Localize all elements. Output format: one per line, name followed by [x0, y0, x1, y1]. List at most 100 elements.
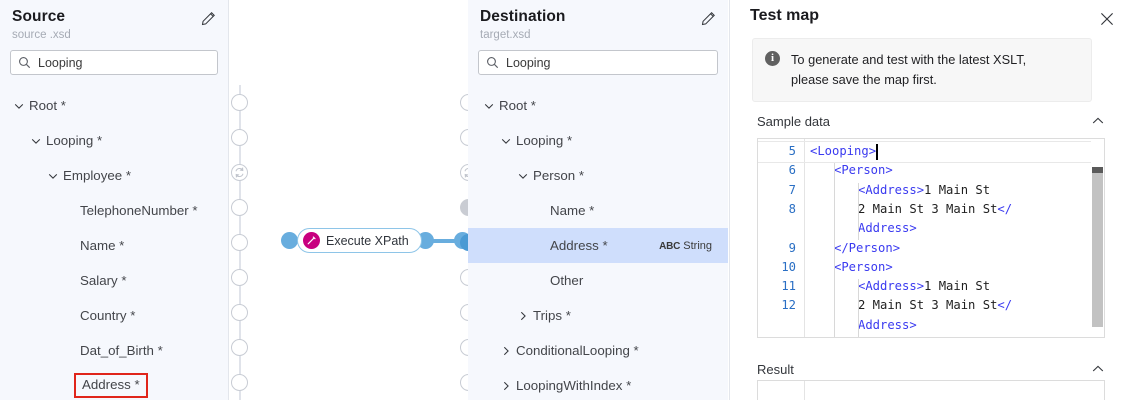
code-line[interactable]: 9</Person>	[758, 241, 1104, 260]
destination-search-input[interactable]: Looping	[478, 50, 718, 75]
code-line[interactable]: 7<Address>1 Main St	[758, 183, 1104, 202]
info-banner-line1: To generate and test with the latest XSL…	[791, 52, 1027, 67]
editor-gutter-separator	[804, 139, 805, 337]
code-text: 2 Main St 3 Main St</	[858, 201, 1013, 216]
code-line[interactable]: Address>	[758, 221, 1104, 240]
current-line-border	[758, 141, 1104, 142]
source-subtitle: source .xsd	[12, 29, 71, 41]
tree-row-label: TelephoneNumber *	[80, 202, 198, 218]
search-icon	[18, 56, 31, 69]
line-number: 5	[788, 144, 796, 158]
close-icon[interactable]	[1096, 8, 1118, 30]
code-line[interactable]: 5 <Looping>	[758, 141, 1104, 163]
source-search-input[interactable]: Looping	[10, 50, 218, 75]
tree-row-label: ConditionalLooping *	[516, 342, 639, 358]
connector-node[interactable]	[231, 164, 248, 181]
connector-node[interactable]	[231, 129, 248, 146]
source-panel: Source source .xsd Looping Root * Looping…	[0, 0, 228, 400]
chevron-down-icon[interactable]	[482, 99, 495, 112]
tree-row[interactable]: Other	[468, 263, 728, 298]
current-line-border	[758, 162, 1104, 163]
connection-wire	[425, 239, 461, 243]
code-line[interactable]: Address>	[758, 318, 1104, 337]
result-section-header[interactable]: Result	[757, 358, 1105, 380]
tree-row[interactable]: Dat_of_Birth *	[0, 333, 228, 368]
source-panel-header: Source source .xsd	[0, 0, 228, 41]
execute-xpath-node[interactable]: Execute XPath	[297, 228, 422, 253]
chevron-up-icon[interactable]	[1091, 362, 1105, 376]
chevron-down-icon[interactable]	[499, 134, 512, 147]
code-line[interactable]: 6<Person>	[758, 163, 1104, 182]
chevron-right-icon[interactable]	[516, 309, 529, 322]
result-editor[interactable]	[757, 380, 1105, 400]
tree-row[interactable]: TelephoneNumber *	[0, 193, 228, 228]
code-text: <Looping>	[810, 144, 877, 158]
source-edit-pencil-icon[interactable]	[196, 6, 220, 30]
connector-node[interactable]	[231, 339, 248, 356]
tree-row[interactable]: Trips *	[468, 298, 728, 333]
editor-scrollbar-track[interactable]	[1091, 139, 1104, 337]
tree-row[interactable]: Name *	[468, 193, 728, 228]
line-number: 10	[781, 259, 796, 274]
connector-node[interactable]	[231, 94, 248, 111]
source-search-value: Looping	[38, 55, 83, 70]
connector-node[interactable]	[231, 199, 248, 216]
code-line[interactable]: 12 2 Main St 3 Main St</	[758, 298, 1104, 317]
line-number: 13	[758, 337, 796, 338]
line-number: 12	[781, 298, 796, 313]
tree-row-label: Address *	[550, 237, 608, 253]
connector-node[interactable]	[231, 374, 248, 391]
code-line[interactable]: 13	[758, 337, 1104, 338]
chevron-right-icon[interactable]	[499, 344, 512, 357]
connector-node[interactable]	[231, 234, 248, 251]
tree-row[interactable]: Root *	[468, 88, 728, 123]
tree-row[interactable]: Address * ABC String	[468, 228, 728, 263]
indent-guide	[834, 259, 835, 337]
result-editor-gutter	[758, 381, 804, 400]
chevron-up-icon[interactable]	[1091, 114, 1105, 128]
editor-scrollbar-marker	[1092, 167, 1103, 173]
editor-gutter	[758, 139, 804, 337]
connector-node[interactable]	[231, 304, 248, 321]
tree-row-label: LoopingWithIndex *	[516, 377, 632, 393]
mapping-canvas[interactable]: Execute XPath	[229, 0, 471, 400]
tree-row[interactable]: Person *	[468, 158, 728, 193]
type-badge: ABC String	[659, 239, 712, 252]
tree-row[interactable]: Name *	[0, 228, 228, 263]
chevron-right-icon[interactable]	[499, 379, 512, 392]
destination-edit-pencil-icon[interactable]	[696, 6, 720, 30]
tree-row[interactable]: Looping *	[0, 123, 228, 158]
tree-row-label: Dat_of_Birth *	[80, 342, 163, 358]
destination-panel: Destination target.xsd Looping Root *Loo…	[468, 0, 728, 400]
tree-row-label: Looping *	[46, 132, 103, 148]
tree-row[interactable]: Salary *	[0, 263, 228, 298]
tree-row[interactable]: Root *	[0, 88, 228, 123]
connector-node[interactable]	[231, 269, 248, 286]
function-input-port[interactable]	[281, 232, 298, 249]
chevron-down-icon[interactable]	[46, 169, 59, 182]
tree-row[interactable]: LoopingWithIndex *	[468, 368, 728, 400]
code-text: <Address>1 Main St	[858, 182, 991, 197]
tree-row-label: Employee *	[63, 167, 131, 183]
chevron-down-icon[interactable]	[516, 169, 529, 182]
destination-search-value: Looping	[506, 55, 551, 70]
chevron-down-icon[interactable]	[29, 134, 42, 147]
tree-row[interactable]: ConditionalLooping *	[468, 333, 728, 368]
chevron-down-icon[interactable]	[12, 99, 25, 112]
tree-row[interactable]: Employee *	[0, 158, 228, 193]
result-editor-gutter-separator	[804, 381, 805, 400]
editor-scrollbar-thumb[interactable]	[1092, 167, 1103, 327]
code-text: Address>	[858, 221, 917, 236]
code-text: 2 Main St 3 Main St</	[858, 298, 1013, 313]
sample-data-section-header[interactable]: Sample data	[757, 110, 1105, 132]
tree-row-label: Looping *	[516, 132, 573, 148]
code-line[interactable]: 11<Address>1 Main St	[758, 279, 1104, 298]
code-line[interactable]: 10<Person>	[758, 260, 1104, 279]
tree-row[interactable]: Address *	[0, 368, 228, 400]
tree-row-label: Person *	[533, 167, 584, 183]
tree-row[interactable]: Looping *	[468, 123, 728, 158]
save-map-info-banner: i To generate and test with the latest X…	[752, 38, 1092, 102]
tree-row[interactable]: Country *	[0, 298, 228, 333]
